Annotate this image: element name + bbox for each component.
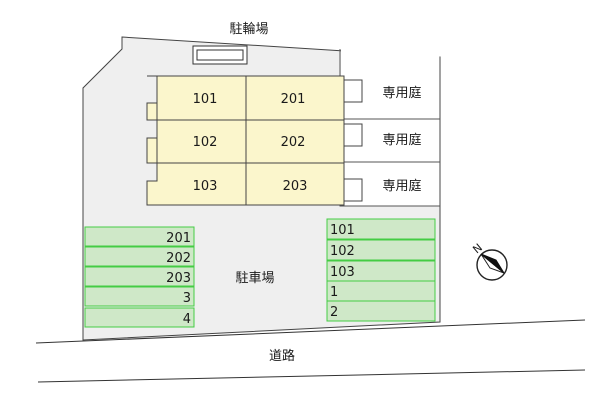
parking-space-label: 202 <box>166 251 191 266</box>
garden-label: 専用庭 <box>382 132 421 148</box>
parking-space <box>84 246 195 267</box>
bicycle-parking-label: 駐輪場 <box>229 21 268 37</box>
parking-space-label: 1 <box>330 285 338 300</box>
parking-space <box>326 280 436 302</box>
parking-space <box>326 239 436 261</box>
road-label: 道路 <box>269 348 295 364</box>
parking-space <box>326 218 436 240</box>
parking-space <box>84 307 195 328</box>
parking-space-label: 103 <box>330 265 355 280</box>
road-edge-top <box>35 319 586 344</box>
balcony-box-3 <box>343 178 363 202</box>
bicycle-rack-inner <box>196 49 244 61</box>
unit-label: 201 <box>281 92 306 107</box>
unit-label: 203 <box>283 179 308 194</box>
unit-label: 102 <box>193 135 218 150</box>
parking-left-group: 201 202 203 3 4 <box>84 226 195 328</box>
unit-label: 202 <box>281 135 306 150</box>
unit-label: 101 <box>193 92 218 107</box>
parking-space <box>84 286 195 307</box>
parking-right-group: 101 102 103 1 2 <box>326 218 436 322</box>
parking-space-label: 201 <box>166 231 191 246</box>
road-edge-bottom <box>37 369 586 383</box>
parking-lot-label: 駐車場 <box>235 271 274 286</box>
parking-space-label: 3 <box>183 291 191 306</box>
parking-space <box>84 226 195 247</box>
balcony-box-1 <box>343 79 363 103</box>
parking-space-label: 4 <box>183 312 191 327</box>
garden-label: 専用庭 <box>382 178 421 194</box>
parking-space-label: 203 <box>166 271 191 286</box>
parking-space <box>326 300 436 322</box>
north-arrow-icon: N <box>470 241 508 281</box>
garden-label: 専用庭 <box>382 85 421 101</box>
parking-space-label: 2 <box>330 305 338 320</box>
parking-space <box>84 266 195 287</box>
unit-label: 103 <box>193 179 218 194</box>
balcony-box-2 <box>343 123 363 147</box>
parking-space-label: 101 <box>330 223 355 238</box>
parking-space-label: 102 <box>330 244 355 259</box>
